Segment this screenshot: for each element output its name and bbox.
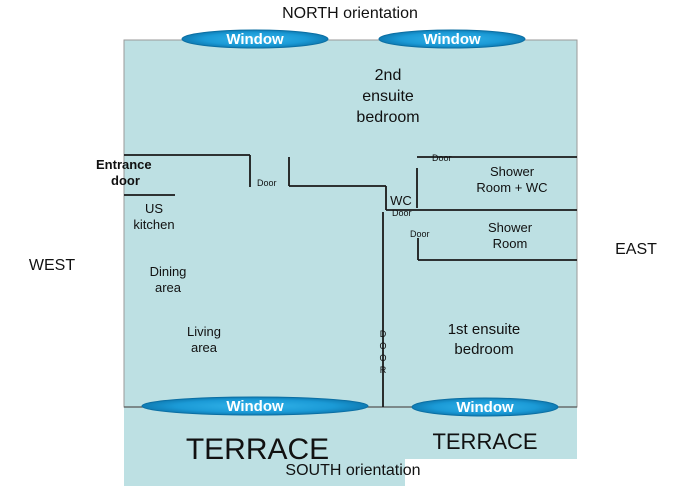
entrance-door-label: Entrance door [96, 157, 152, 189]
terrace-left-floor [124, 407, 405, 486]
terrace-right-label: TERRACE [432, 429, 538, 454]
north-orientation-label: NORTH orientation [282, 5, 418, 22]
door-label-wc: Door [392, 208, 412, 218]
terrace-left-label: TERRACE [185, 433, 330, 466]
living-area-label: Living area [187, 324, 221, 356]
window-north-left-label: Window [226, 31, 284, 48]
window-north-left-shape [181, 29, 329, 49]
shower-room-label: Shower Room [487, 220, 533, 252]
dining-area-label: Dining area [149, 264, 187, 296]
window-north-right-label: Window [423, 31, 481, 48]
window-south-left-shape [141, 396, 369, 416]
bedroom-2-label: 2nd ensuite bedroom [356, 67, 420, 126]
bedroom-1-label: 1st ensuite bedroom [447, 321, 521, 358]
west-label: WEST [28, 257, 76, 274]
window-south-left-label: Window [226, 398, 284, 415]
window-north-right-shape [378, 29, 526, 49]
apartment-floor [123, 39, 578, 408]
door-label-vertical: D O O R [379, 329, 387, 376]
door-label-shower-wc: Door [432, 153, 452, 163]
window-south-right-shape [411, 397, 559, 417]
kitchen-label: US kitchen [133, 201, 175, 233]
south-orientation-label: SOUTH orientation [285, 462, 421, 479]
door-label-center: Door [257, 178, 277, 188]
wc-label: WC [390, 193, 412, 208]
door-label-shower: Door [410, 229, 430, 239]
east-label: EAST [615, 241, 657, 258]
shower-wc-label: Shower Room + WC [476, 164, 548, 196]
window-south-right-label: Window [456, 399, 514, 416]
